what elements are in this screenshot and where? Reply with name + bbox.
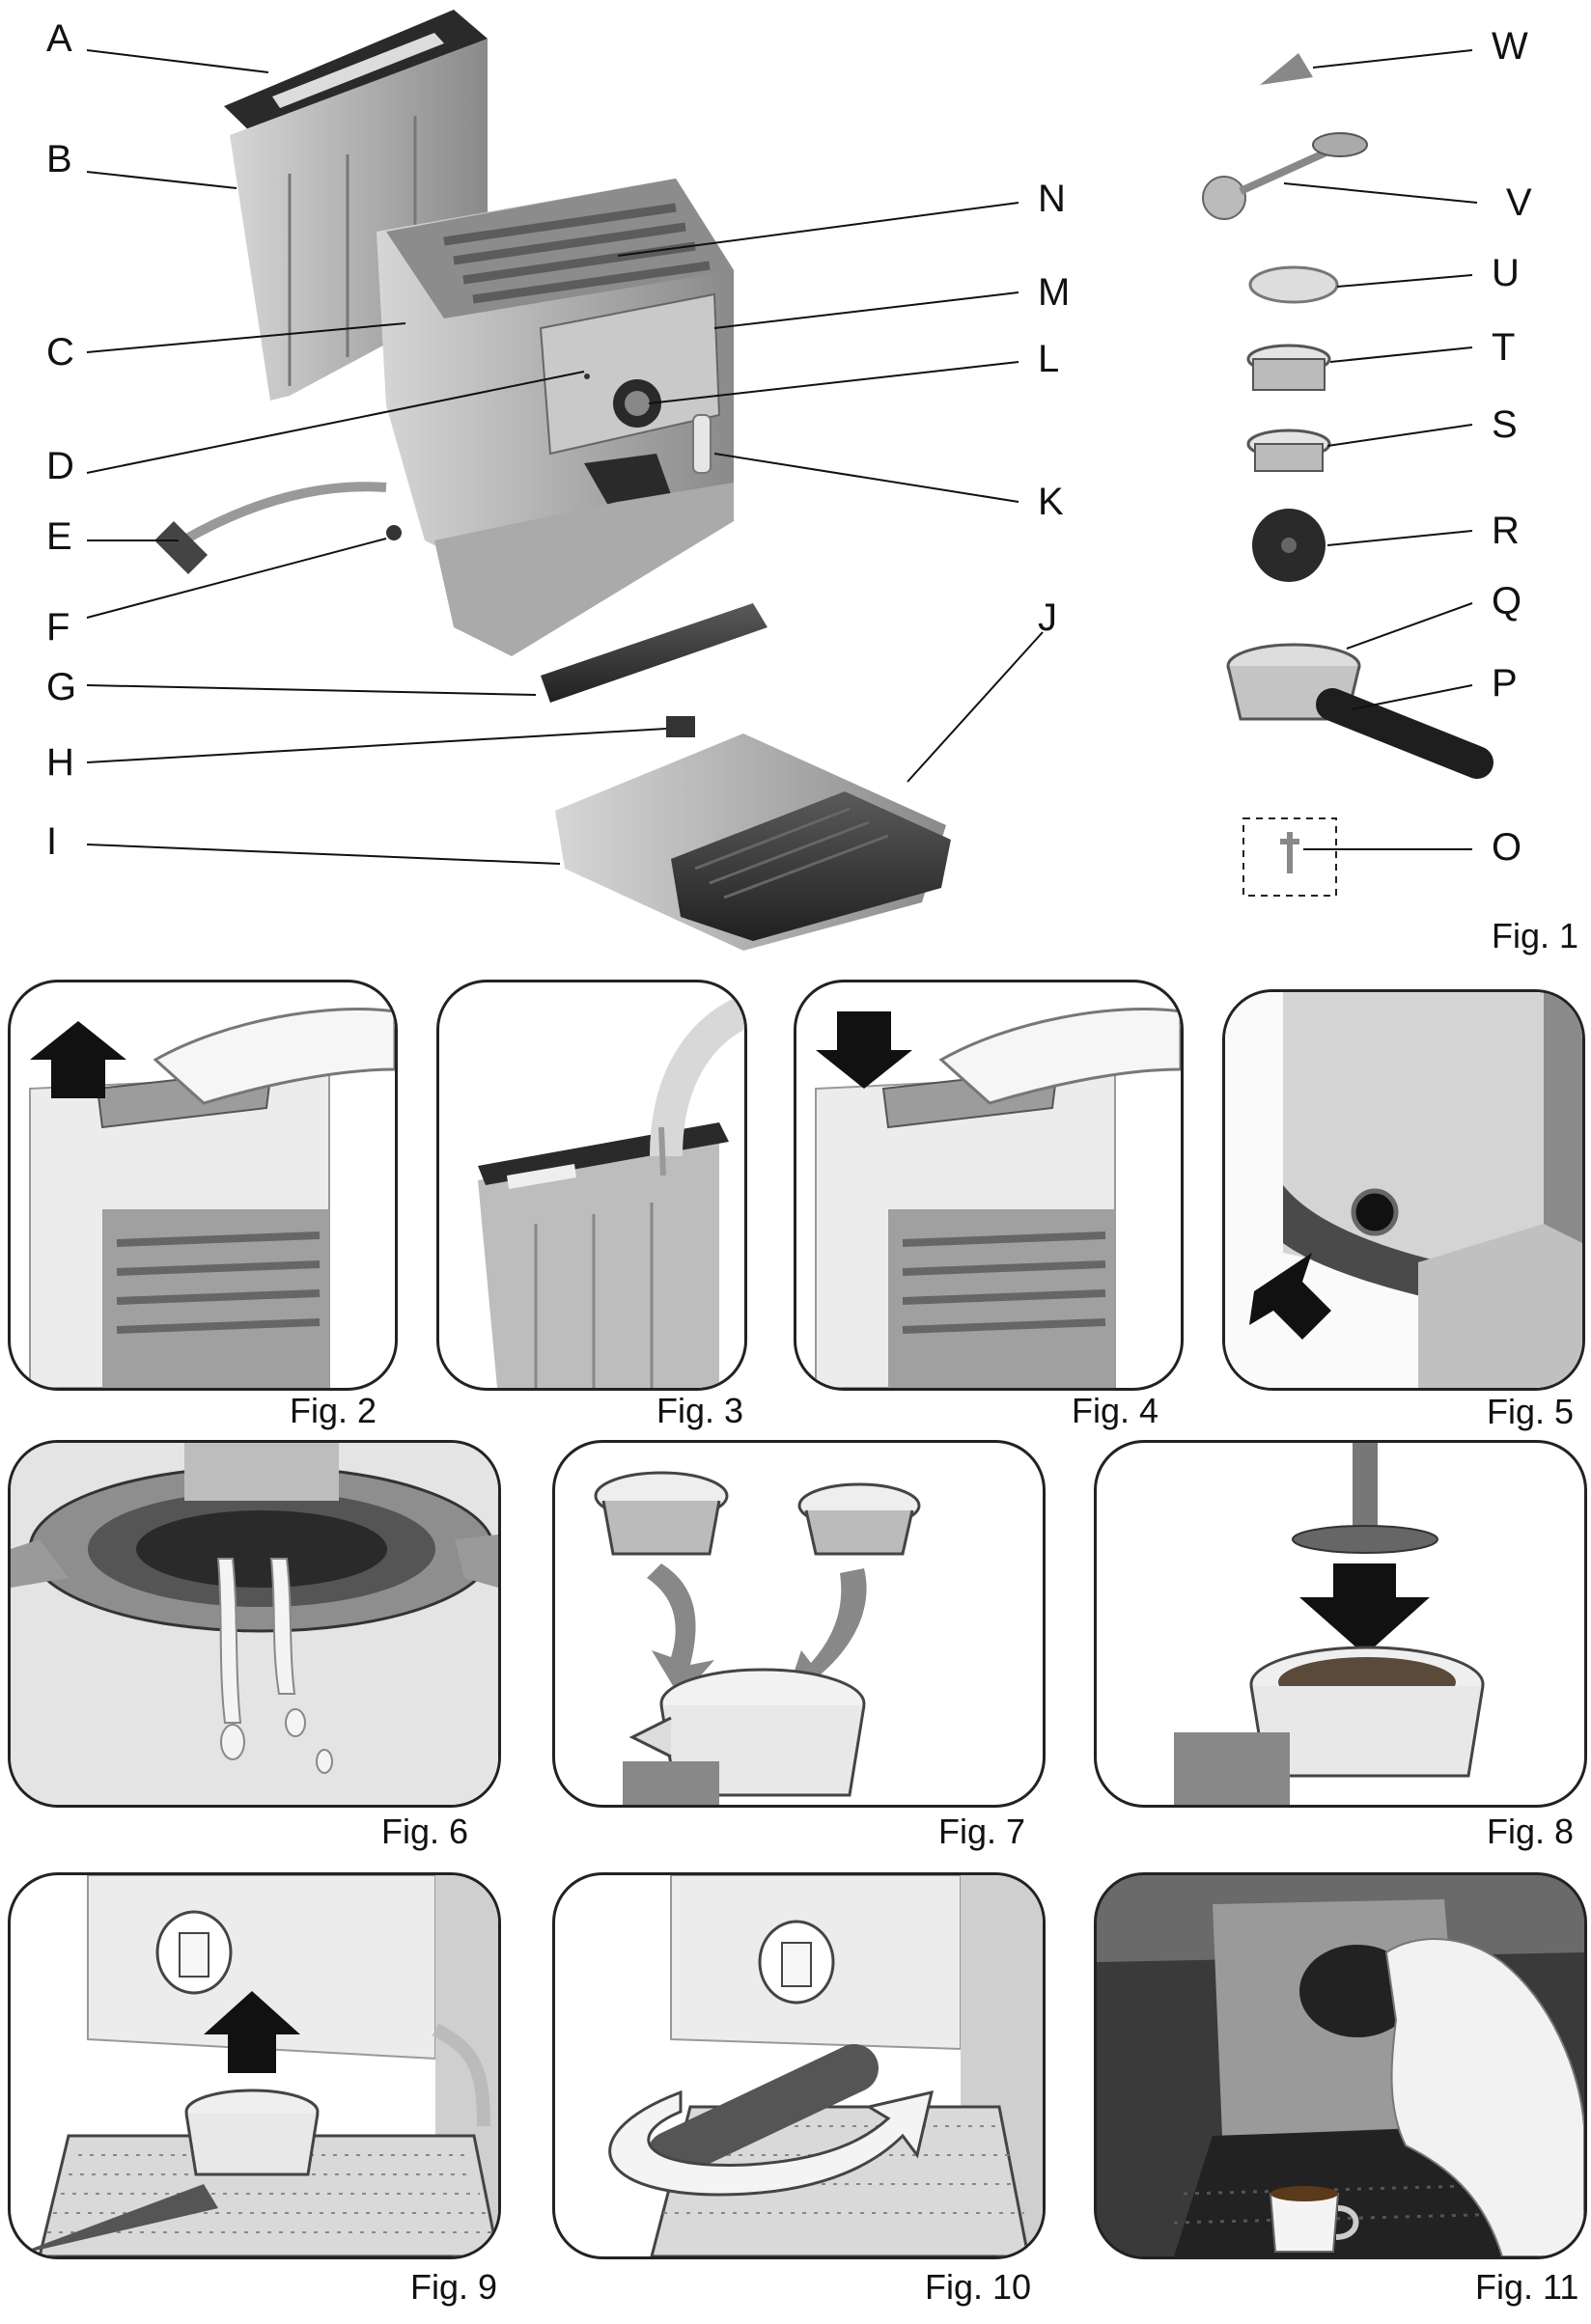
fig10-drawing (608, 1875, 1043, 2256)
water-jug-spout (650, 996, 744, 1157)
power-cord (181, 482, 387, 545)
drip-grid (541, 603, 768, 703)
tamper (1202, 132, 1368, 220)
label-n: N (1038, 178, 1066, 220)
handle (623, 1761, 719, 1805)
fig7-caption: Fig. 7 (938, 1812, 1026, 1851)
label-h: H (46, 741, 74, 784)
fig6-panel (8, 1440, 501, 1808)
label-g: G (46, 666, 77, 708)
label-d: D (46, 445, 74, 487)
insert-up-arrow-icon (204, 1991, 300, 2073)
filter-holder (1226, 643, 1493, 779)
push-arrow-icon (1249, 1253, 1331, 1340)
fig1-drawing (86, 10, 1493, 951)
cup-icon (1269, 2186, 1359, 2253)
fig8-drawing (1174, 1443, 1485, 1805)
curved-arrow-left-icon (647, 1563, 714, 1699)
label-w: W (1492, 25, 1528, 68)
filter-one-cup-icon (797, 1482, 921, 1556)
fig5-drawing (1225, 992, 1582, 1388)
fig9-caption: Fig. 9 (410, 2267, 498, 2307)
brew-knob (1299, 1945, 1415, 2037)
label-j: J (1038, 596, 1057, 639)
fig4-panel (794, 980, 1184, 1391)
label-i: I (46, 820, 58, 863)
fig8-panel (1094, 1440, 1587, 1808)
small-part (1280, 832, 1299, 873)
label-k: K (1038, 481, 1064, 523)
one-cup-filter (1246, 429, 1331, 472)
fig7-panel (552, 1440, 1046, 1808)
fig5-caption: Fig. 5 (1487, 1392, 1575, 1431)
fig1-caption: Fig. 1 (1492, 916, 1579, 955)
rotate-arrow-icon (608, 2089, 935, 2197)
float (666, 716, 695, 737)
label-s: S (1492, 403, 1518, 446)
down-arrow-icon (816, 1011, 912, 1089)
fig3-panel (436, 980, 747, 1391)
label-u: U (1492, 252, 1520, 294)
fig2-drawing (29, 1007, 395, 1388)
fig5-panel (1222, 989, 1585, 1391)
label-q: Q (1492, 580, 1522, 622)
frothing-nozzle (1260, 53, 1313, 85)
water-streams (216, 1558, 333, 1774)
curved-arrow-right-icon (787, 1568, 867, 1694)
label-t: T (1492, 326, 1516, 369)
label-f: F (46, 606, 70, 649)
fig2-caption: Fig. 2 (290, 1391, 377, 1430)
label-r: R (1492, 510, 1520, 552)
label-c: C (46, 331, 74, 374)
drip-grid-surface (38, 2134, 498, 2256)
leader-lines (86, 49, 1478, 865)
label-v: V (1506, 181, 1532, 224)
label-p: P (1492, 662, 1518, 705)
label-o: O (1492, 826, 1522, 869)
fig11-caption: Fig. 11 (1475, 2267, 1579, 2307)
label-m: M (1038, 271, 1071, 314)
fig4-drawing (815, 1007, 1181, 1388)
fig1-diagram: A B C D E F G H I N M L K J W V U T S R … (0, 0, 1591, 955)
press-arrow-icon (1299, 1563, 1430, 1655)
control-panel (539, 292, 721, 456)
label-e: E (46, 515, 72, 558)
fig11-drawing (1097, 1875, 1584, 2256)
hand-icon (1384, 1938, 1584, 2256)
label-l: L (1038, 338, 1060, 380)
fig9-panel (8, 1872, 501, 2259)
fig11-panel (1094, 1872, 1587, 2259)
steam-wand (692, 414, 712, 474)
fig4-caption: Fig. 4 (1072, 1391, 1159, 1430)
accessory-box (1242, 817, 1337, 897)
up-arrow-icon (30, 1021, 126, 1098)
fig3-caption: Fig. 3 (656, 1391, 744, 1430)
fig2-panel (8, 980, 398, 1391)
label-b: B (46, 138, 72, 180)
power-button (386, 525, 402, 540)
fig6-drawing (11, 1443, 498, 1805)
fig9-drawing (11, 1875, 498, 2256)
fig8-caption: Fig. 8 (1487, 1812, 1575, 1851)
fig7-drawing (594, 1471, 921, 1805)
filter-two-cup-icon (594, 1471, 729, 1556)
tamper-icon (1292, 1525, 1438, 1554)
fig3-drawing (478, 996, 744, 1388)
pod-adapter (1248, 265, 1339, 304)
power-button-icon (1351, 1188, 1399, 1236)
fig10-caption: Fig. 10 (925, 2267, 1032, 2307)
fig6-caption: Fig. 6 (381, 1812, 469, 1851)
two-cup-filter (1246, 344, 1331, 391)
label-a: A (46, 17, 72, 60)
fig10-panel (552, 1872, 1046, 2259)
